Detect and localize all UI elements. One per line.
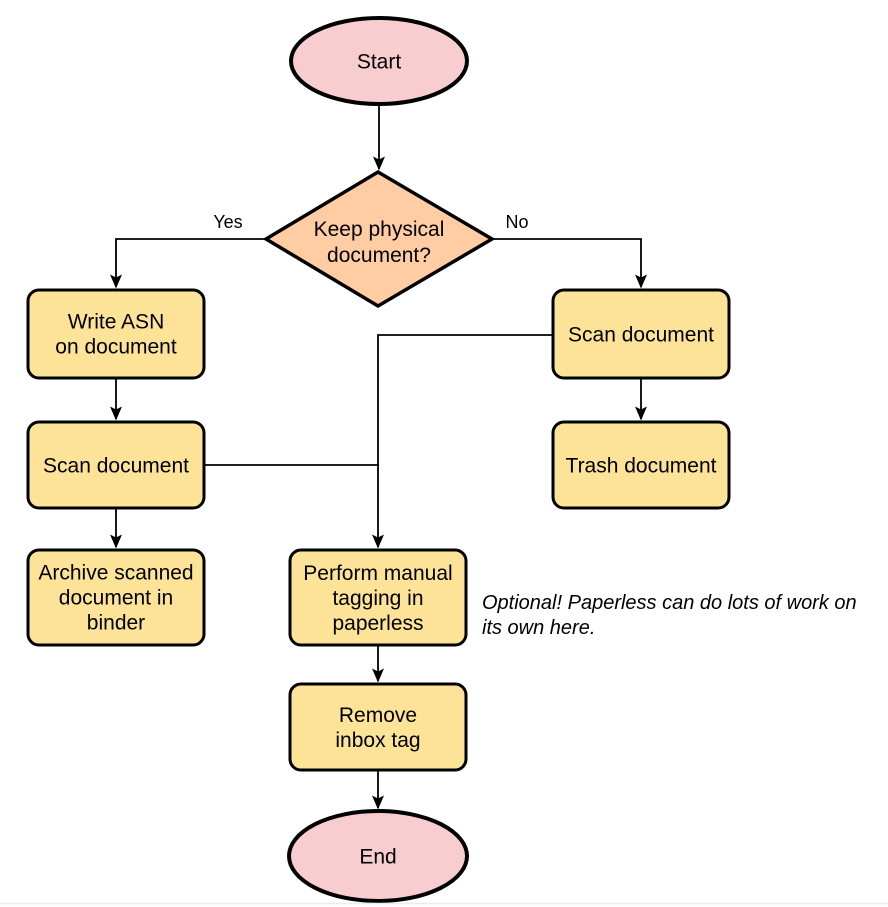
decision-label-line2: document? bbox=[327, 244, 431, 267]
node-trash-document: Trash document bbox=[551, 420, 731, 510]
node-archive-in-binder: Archive scanned document in binder bbox=[26, 548, 206, 647]
archive-label-line3: binder bbox=[87, 612, 145, 635]
end-ellipse bbox=[287, 809, 469, 903]
scan-document-right-box bbox=[551, 288, 731, 380]
remove-inbox-tag-label-line2: inbox tag bbox=[335, 729, 420, 752]
scan-document-left-box bbox=[26, 420, 206, 510]
manual-tagging-box bbox=[288, 548, 468, 647]
annotation-line2: its own here. bbox=[482, 617, 595, 639]
manual-tagging-label-line1: Perform manual bbox=[303, 562, 452, 585]
manual-tagging-label-line3: paperless bbox=[332, 612, 423, 635]
scan-document-left-label: Scan document bbox=[43, 455, 189, 478]
node-decision-keep-physical: Keep physical document? bbox=[262, 169, 496, 309]
node-scan-document-left: Scan document bbox=[26, 420, 206, 510]
node-start: Start bbox=[289, 16, 469, 106]
node-end: End bbox=[287, 809, 469, 903]
edges: Yes No bbox=[110, 104, 647, 810]
write-asn-box bbox=[26, 288, 206, 380]
remove-inbox-tag-box bbox=[288, 682, 468, 772]
write-asn-label-line1: Write ASN bbox=[68, 311, 164, 334]
node-write-asn: Write ASN on document bbox=[26, 288, 206, 380]
archive-box bbox=[26, 548, 206, 647]
edge-decision-yes-to-write-asn bbox=[110, 238, 266, 289]
annotation-line1: Optional! Paperless can do lots of work … bbox=[482, 592, 857, 614]
manual-tagging-label-line2: tagging in bbox=[332, 587, 423, 610]
end-label: End bbox=[359, 846, 396, 869]
edge-label-yes: Yes bbox=[213, 212, 242, 232]
trash-document-box bbox=[551, 420, 731, 510]
start-ellipse bbox=[289, 16, 469, 106]
scan-document-right-label: Scan document bbox=[568, 324, 714, 347]
node-scan-document-right: Scan document bbox=[551, 288, 731, 380]
write-asn-label-line2: on document bbox=[55, 336, 177, 359]
node-remove-inbox-tag: Remove inbox tag bbox=[288, 682, 468, 772]
edge-decision-no-to-scan-right bbox=[492, 238, 647, 289]
annotation-optional-paperless: Optional! Paperless can do lots of work … bbox=[482, 592, 857, 639]
remove-inbox-tag-label-line1: Remove bbox=[339, 704, 417, 727]
edge-label-no: No bbox=[505, 212, 528, 232]
decision-label-line1: Keep physical bbox=[314, 218, 445, 241]
archive-label-line2: document in bbox=[59, 587, 173, 610]
trash-document-label: Trash document bbox=[566, 455, 717, 478]
start-label: Start bbox=[357, 51, 402, 74]
edge-scan-right-to-tagging bbox=[372, 334, 553, 549]
node-manual-tagging: Perform manual tagging in paperless bbox=[288, 548, 468, 647]
archive-label-line1: Archive scanned bbox=[38, 562, 193, 585]
decision-diamond bbox=[262, 169, 496, 309]
